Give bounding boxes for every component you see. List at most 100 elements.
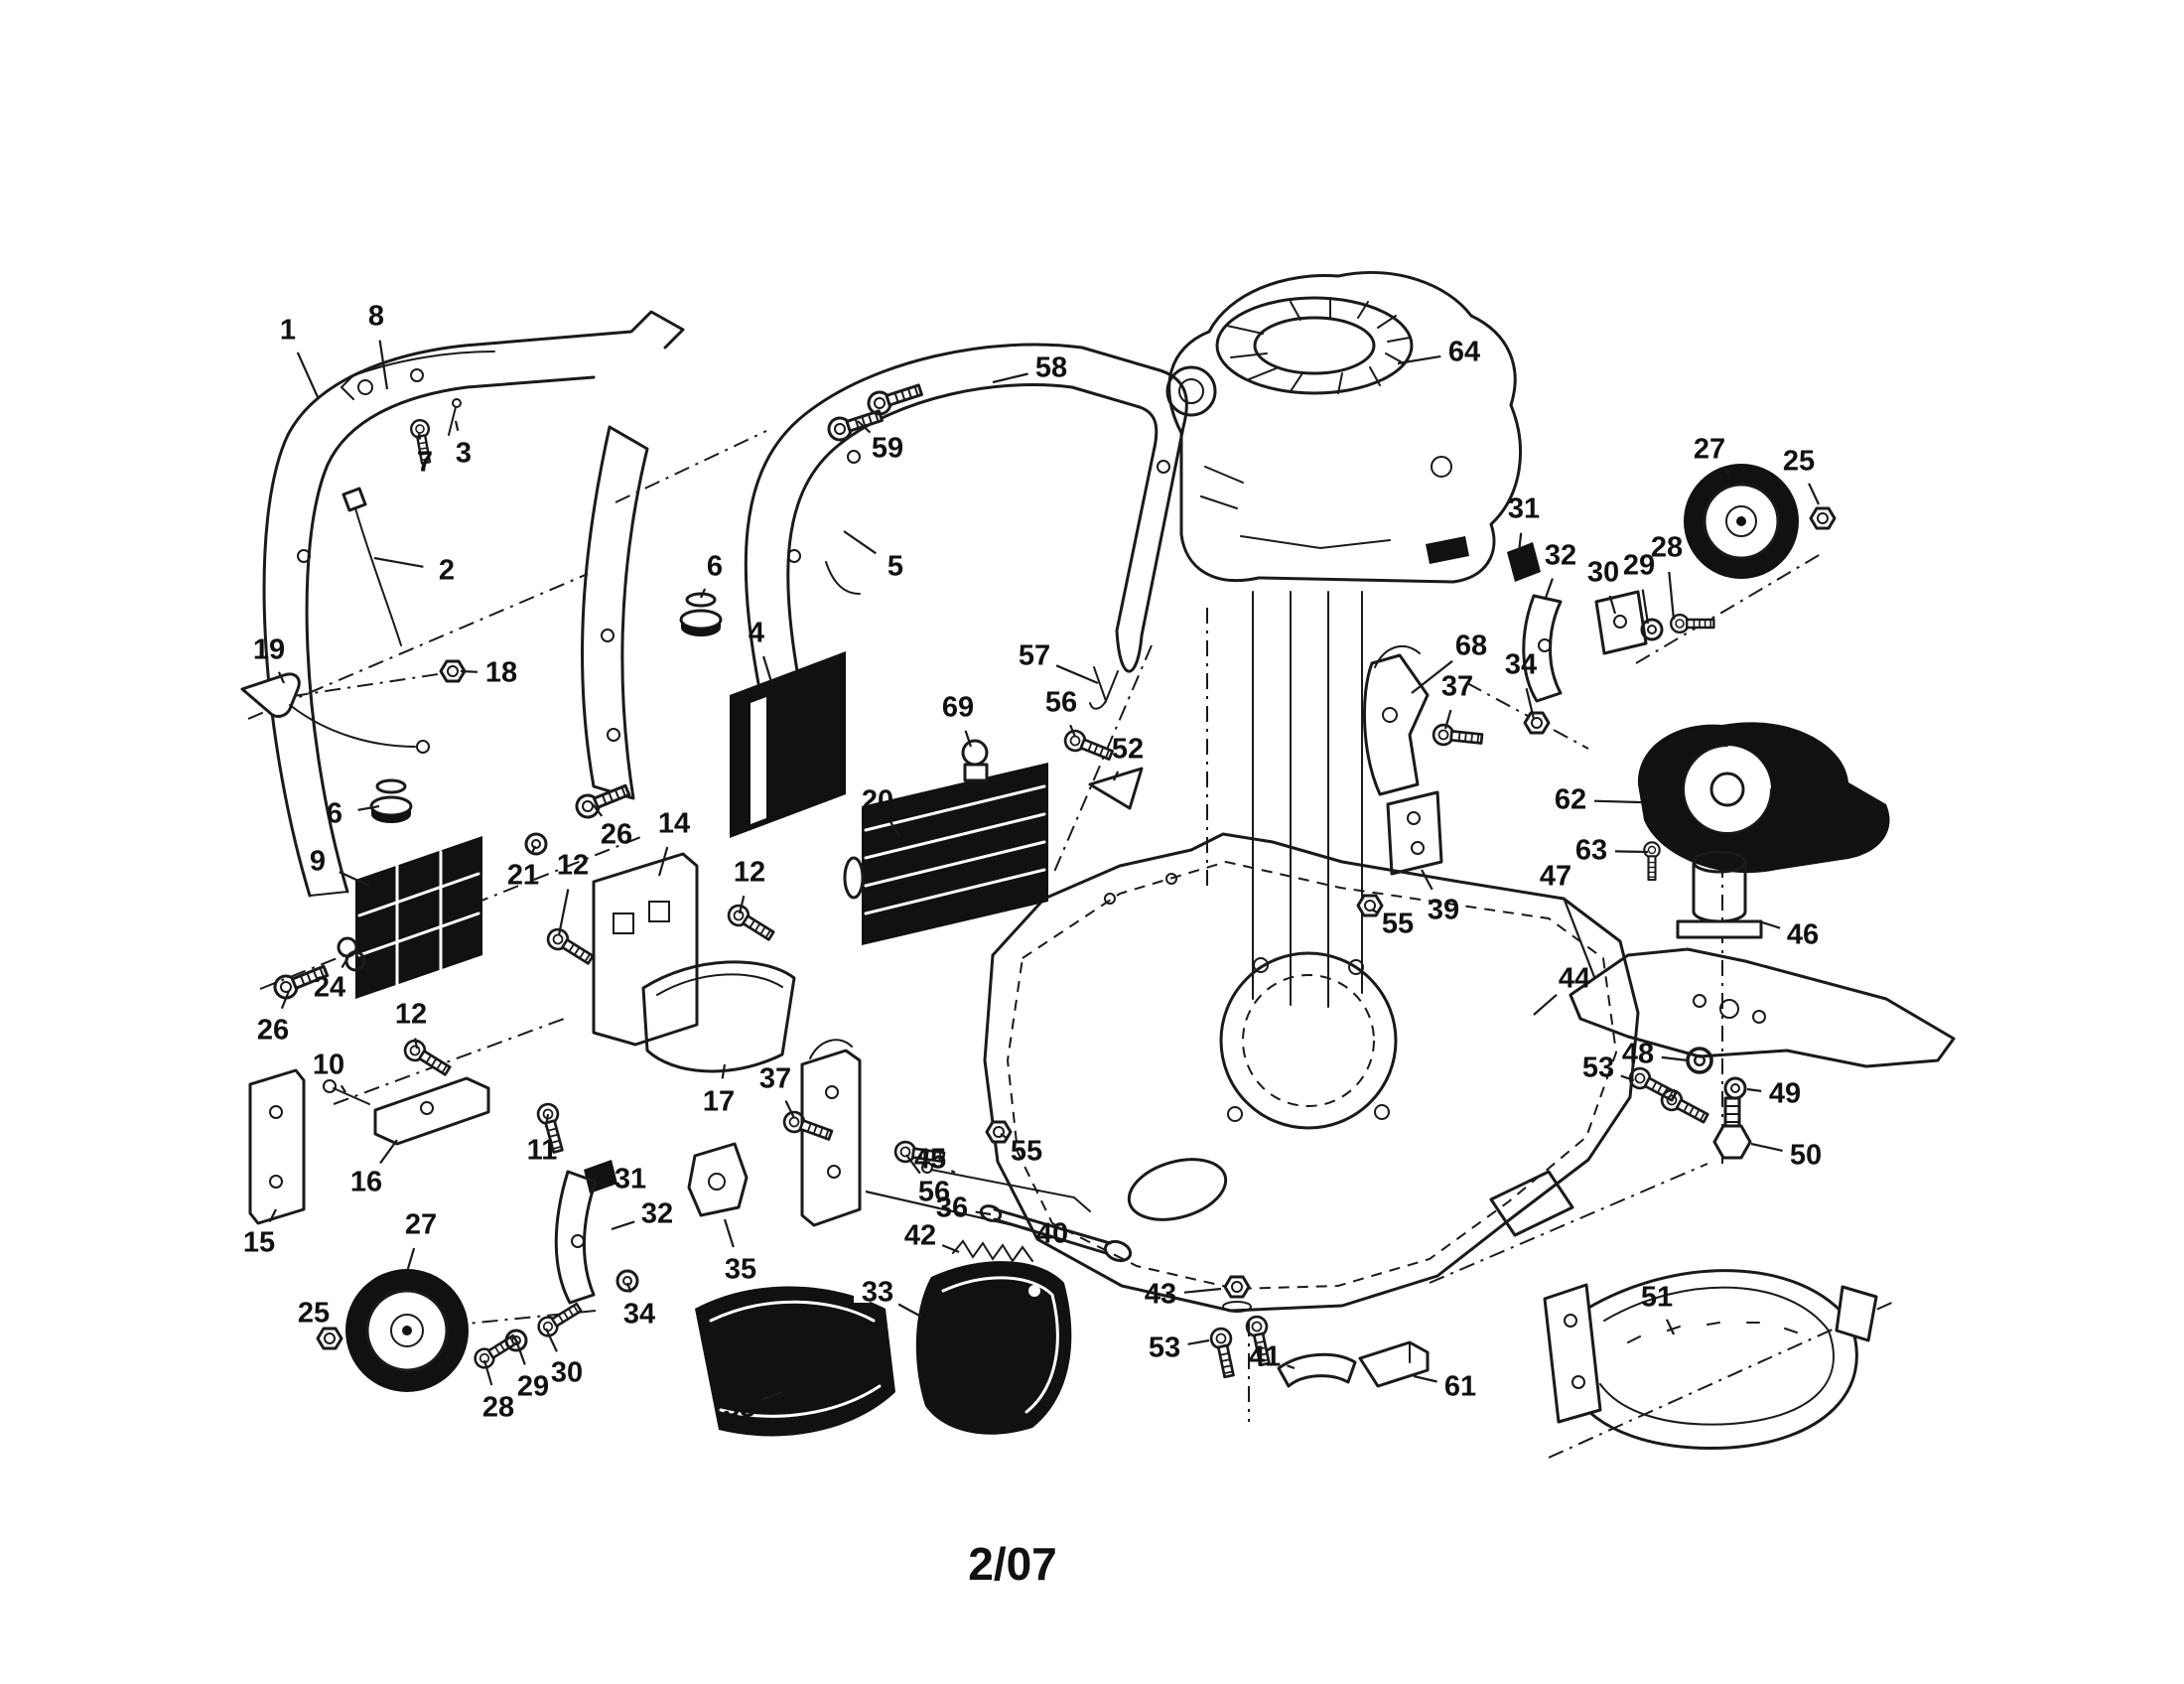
- rib-panel-9: [355, 836, 482, 999]
- callout-47: 47: [1539, 860, 1572, 893]
- leader-line-26: [280, 990, 291, 1010]
- leader-line-40: [865, 1190, 1029, 1230]
- callout-34: 34: [622, 1298, 656, 1331]
- leader-line-17: [721, 1063, 727, 1079]
- leader-line-38: [761, 1390, 783, 1401]
- nut-34-right: [1523, 711, 1551, 735]
- handle-bracket-arm-left: [554, 1170, 598, 1305]
- callout-27: 27: [404, 1208, 438, 1241]
- leader-line-61: [1413, 1374, 1437, 1383]
- callout-35: 35: [724, 1253, 757, 1286]
- callout-50: 50: [1789, 1139, 1823, 1172]
- plate-39: [1386, 790, 1443, 876]
- callout-59: 59: [871, 432, 904, 465]
- starter-handle: [240, 672, 430, 754]
- callout-28: 28: [1650, 531, 1684, 564]
- bolt-26-upper: [572, 778, 633, 822]
- leader-line-37: [1443, 709, 1452, 730]
- callout-56: 56: [1044, 686, 1078, 719]
- leader-line-56: [905, 1154, 921, 1175]
- leader-line-52: [1112, 771, 1120, 781]
- leader-line-47: [1563, 899, 1596, 978]
- callout-38: 38: [723, 1391, 756, 1424]
- leader-line-39: [1421, 869, 1433, 891]
- leader-line-34: [625, 1282, 632, 1293]
- leader-line-43: [1183, 1287, 1222, 1294]
- leader-line-12: [414, 1038, 419, 1050]
- callout-32: 32: [640, 1197, 674, 1230]
- rod-45: [921, 1162, 1091, 1212]
- leader-line-37: [784, 1100, 795, 1119]
- leader-line-10: [340, 1084, 346, 1093]
- callout-18: 18: [484, 656, 518, 689]
- height-adjuster-lower: [369, 778, 413, 823]
- callout-58: 58: [1034, 351, 1068, 384]
- plate-15: [248, 1068, 306, 1225]
- callout-55: 55: [1010, 1135, 1043, 1168]
- nut-55-lower: [985, 1120, 1013, 1144]
- leader-line-18: [460, 669, 478, 673]
- spring-42: [952, 1239, 1033, 1263]
- leader-line-42: [941, 1244, 960, 1254]
- leader-line-21: [530, 845, 537, 855]
- shield-33: [915, 1261, 1072, 1435]
- nut-55-upper: [1356, 894, 1384, 917]
- upper-handle-left: [262, 310, 685, 898]
- leader-line-59: [857, 420, 872, 434]
- leader-line-32: [611, 1220, 635, 1231]
- leader-line-46: [1758, 919, 1781, 929]
- blade: [1569, 947, 1956, 1068]
- nut-25-right: [1809, 506, 1837, 530]
- callout-30: 30: [550, 1356, 584, 1389]
- bolt-12-a: [543, 924, 598, 970]
- callout-14: 14: [657, 807, 691, 840]
- leader-line-53: [1620, 1074, 1635, 1082]
- leader-line-45: [950, 1170, 956, 1174]
- shield-38: [695, 1286, 895, 1437]
- leader-line-32: [1544, 578, 1554, 599]
- leader-line-26: [592, 803, 604, 817]
- bolt-12-c: [400, 1036, 455, 1081]
- callout-6: 6: [706, 550, 724, 583]
- leader-line-3: [454, 420, 460, 431]
- leader-line-68: [1411, 659, 1453, 694]
- leader-line-35: [723, 1218, 735, 1248]
- handle-grip-right: [1507, 542, 1541, 582]
- leader-line-55: [1371, 909, 1378, 913]
- callout-61: 61: [1443, 1370, 1477, 1403]
- washer-43: [1222, 1301, 1252, 1313]
- leader-line-14: [657, 846, 669, 877]
- rear-guard-51: [1543, 1269, 1878, 1450]
- callout-46: 46: [1786, 918, 1820, 951]
- wheel-front-left: [345, 1269, 469, 1392]
- callout-1: 1: [279, 314, 297, 347]
- lower-handle-left: [581, 425, 649, 800]
- bolt-53-right-b: [1657, 1085, 1712, 1129]
- callout-29: 29: [1622, 549, 1656, 582]
- wheel-rear-right: [1684, 464, 1799, 579]
- callout-3: 3: [455, 437, 473, 470]
- callout-16: 16: [349, 1166, 383, 1198]
- leader-line-7: [417, 432, 422, 440]
- date-code: 2/07: [968, 1538, 1057, 1590]
- engine-bracket-14: [592, 852, 699, 1047]
- bolt-53-right-a: [1625, 1063, 1681, 1107]
- leader-line-28: [482, 1359, 493, 1386]
- callout-62: 62: [1554, 783, 1587, 816]
- callout-34: 34: [1504, 648, 1538, 681]
- callout-56: 56: [917, 1176, 951, 1208]
- leader-line-6: [357, 804, 380, 811]
- callout-64: 64: [1447, 336, 1481, 368]
- callout-25: 25: [297, 1297, 331, 1330]
- leader-line-12: [557, 889, 570, 936]
- bolt-53-bottom-a: [1207, 1325, 1241, 1380]
- leader-line-2: [373, 556, 424, 568]
- handle-grip-left: [584, 1160, 617, 1193]
- pin-3: [448, 398, 462, 436]
- support-bracket-16: [373, 1076, 490, 1146]
- callout-48: 48: [1621, 1038, 1655, 1070]
- spacer-21: [524, 832, 548, 856]
- leader-line-41: [1287, 1364, 1296, 1370]
